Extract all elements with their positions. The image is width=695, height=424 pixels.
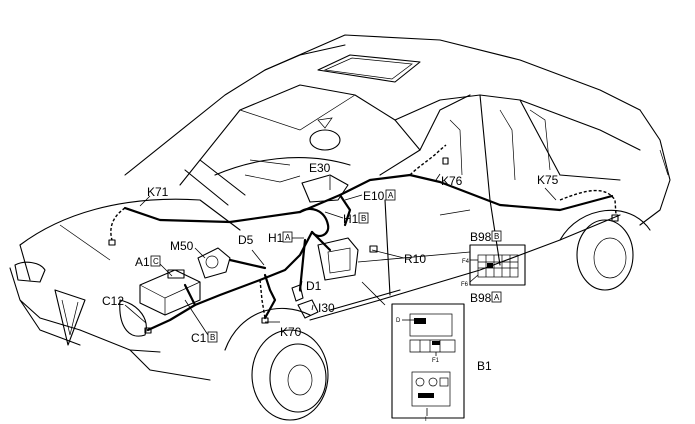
label-c1: C1 xyxy=(191,331,207,345)
label-f6: F6 xyxy=(461,282,469,288)
fuse-box xyxy=(317,237,359,281)
label-c12: C12 xyxy=(102,294,124,308)
label-h1-right-box: B xyxy=(361,214,366,223)
label-a1: A1 xyxy=(135,255,150,269)
label-inset-i: I xyxy=(425,417,427,423)
label-m50: M50 xyxy=(170,239,194,253)
label-a1-box: C xyxy=(153,257,159,266)
inset-b98 xyxy=(469,244,526,286)
label-k71: K71 xyxy=(147,185,169,199)
label-i30: I30 xyxy=(318,301,335,315)
car-body xyxy=(9,34,671,421)
motor-m50 xyxy=(197,247,231,279)
label-e30: E30 xyxy=(309,161,331,175)
inset-b1 xyxy=(391,303,465,419)
components xyxy=(139,174,359,319)
callout-labels: E30 K71 K76 K75 E10 A H1 B H1 A D5 M50 A… xyxy=(102,161,559,423)
dashed-wire-k71 xyxy=(110,207,126,241)
label-d5: D5 xyxy=(238,233,254,247)
label-b98-top-box: B xyxy=(494,232,499,241)
wiring-harness xyxy=(108,144,619,334)
switch-i30 xyxy=(297,299,319,319)
label-k70: K70 xyxy=(280,325,302,339)
label-b98-bottom-box: A xyxy=(494,293,500,302)
label-d1: D1 xyxy=(306,279,322,293)
label-h1-left-box: A xyxy=(285,233,291,242)
label-f1: F1 xyxy=(432,358,440,364)
label-k75: K75 xyxy=(537,173,559,187)
battery-a1 xyxy=(139,269,201,316)
label-inset-d: D xyxy=(396,318,401,324)
dashed-wire-k70 xyxy=(259,279,266,319)
label-f4: F4 xyxy=(462,259,470,265)
label-b1: B1 xyxy=(477,359,492,373)
label-h1-right: H1 xyxy=(343,212,359,226)
leader-lines xyxy=(124,173,557,336)
label-e10: E10 xyxy=(363,189,385,203)
connector-d1 xyxy=(291,284,304,302)
dashed-wire-k75 xyxy=(559,189,617,216)
label-c1-box: B xyxy=(210,333,215,342)
label-b98-bottom: B98 xyxy=(470,291,492,305)
label-e10-box: A xyxy=(388,191,394,200)
label-k76: K76 xyxy=(441,174,463,188)
label-b98-top: B98 xyxy=(470,230,492,244)
label-h1-left: H1 xyxy=(268,231,284,245)
label-r10: R10 xyxy=(404,252,426,266)
dashed-wire-k76 xyxy=(409,144,447,176)
